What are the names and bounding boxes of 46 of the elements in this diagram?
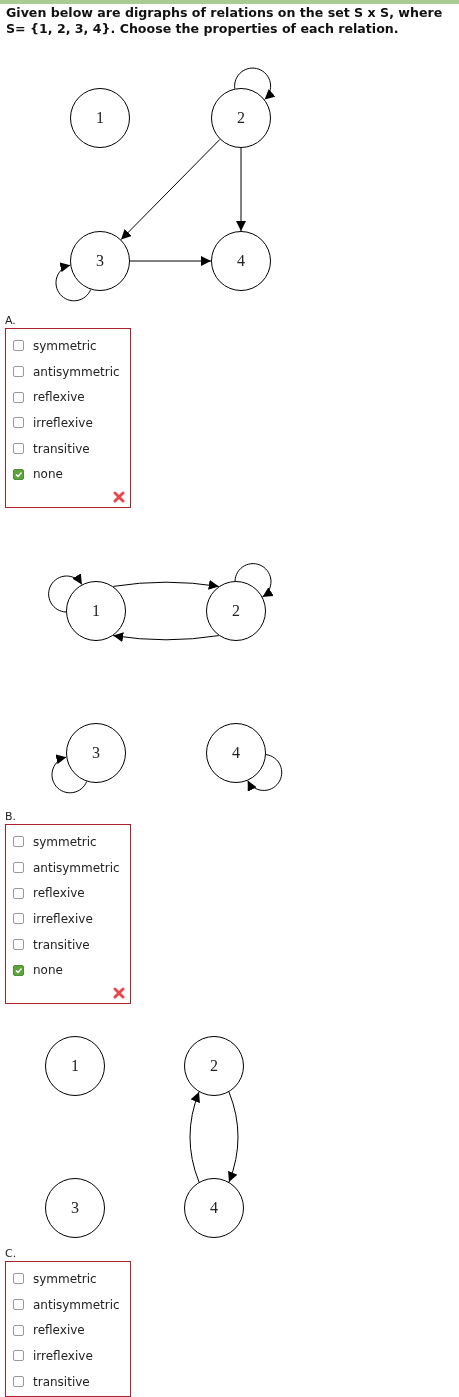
self-loop-arrow xyxy=(234,67,276,100)
part-label: B. xyxy=(5,810,18,824)
vertex-circle: 4 xyxy=(184,1178,244,1238)
vertex-circle: 1 xyxy=(45,1036,105,1096)
self-loop-arrow xyxy=(48,573,83,613)
option-label: symmetric xyxy=(33,338,97,353)
arrow xyxy=(236,147,246,232)
arrow xyxy=(112,632,220,642)
vertex-circle: 4 xyxy=(211,231,271,291)
self-loop-arrow xyxy=(51,755,88,794)
option-label: irreflexive xyxy=(33,1348,93,1363)
vertex-circle: 3 xyxy=(45,1178,105,1238)
option-label: reflexive xyxy=(33,1323,85,1338)
option-label: irreflexive xyxy=(33,415,93,430)
self-loop-arrow xyxy=(55,263,92,302)
vertex-circle: 2 xyxy=(206,581,266,641)
vertex-circle: 3 xyxy=(66,723,126,783)
self-loop-arrow xyxy=(247,754,283,792)
option-label: irreflexive xyxy=(33,911,93,926)
option-label: antisymmetric xyxy=(33,364,120,379)
vertex-circle: 1 xyxy=(66,581,126,641)
arrow xyxy=(189,1091,201,1183)
option-label: reflexive xyxy=(33,886,85,901)
option-label: transitive xyxy=(33,937,90,952)
option-label: symmetric xyxy=(33,1271,97,1286)
vertex-circle: 4 xyxy=(206,723,266,783)
option-label: antisymmetric xyxy=(33,1297,120,1312)
vertex-circle: 3 xyxy=(70,231,130,291)
option-label: transitive xyxy=(33,441,90,456)
arrow xyxy=(112,580,220,590)
vertex-circle: 1 xyxy=(70,88,130,148)
option-label: reflexive xyxy=(33,390,85,405)
arrow xyxy=(120,138,221,241)
part-label: C. xyxy=(5,1247,18,1261)
option-label: none xyxy=(33,963,63,978)
part-label: A. xyxy=(5,314,17,328)
self-loop-arrow xyxy=(234,563,274,598)
arrow xyxy=(227,1091,239,1183)
vertex-circle: 2 xyxy=(211,88,271,148)
vertex-circle: 2 xyxy=(184,1036,244,1096)
option-label: none xyxy=(33,467,63,482)
option-label: transitive xyxy=(33,1374,90,1389)
arrow xyxy=(129,256,212,266)
option-label: symmetric xyxy=(33,834,97,849)
question-text: Given below are digraphs of relations on the set S x S, where S= {1, 2, 3, 4}. Choose the properties of each relation. xyxy=(6,5,444,37)
option-label: antisymmetric xyxy=(33,860,120,875)
